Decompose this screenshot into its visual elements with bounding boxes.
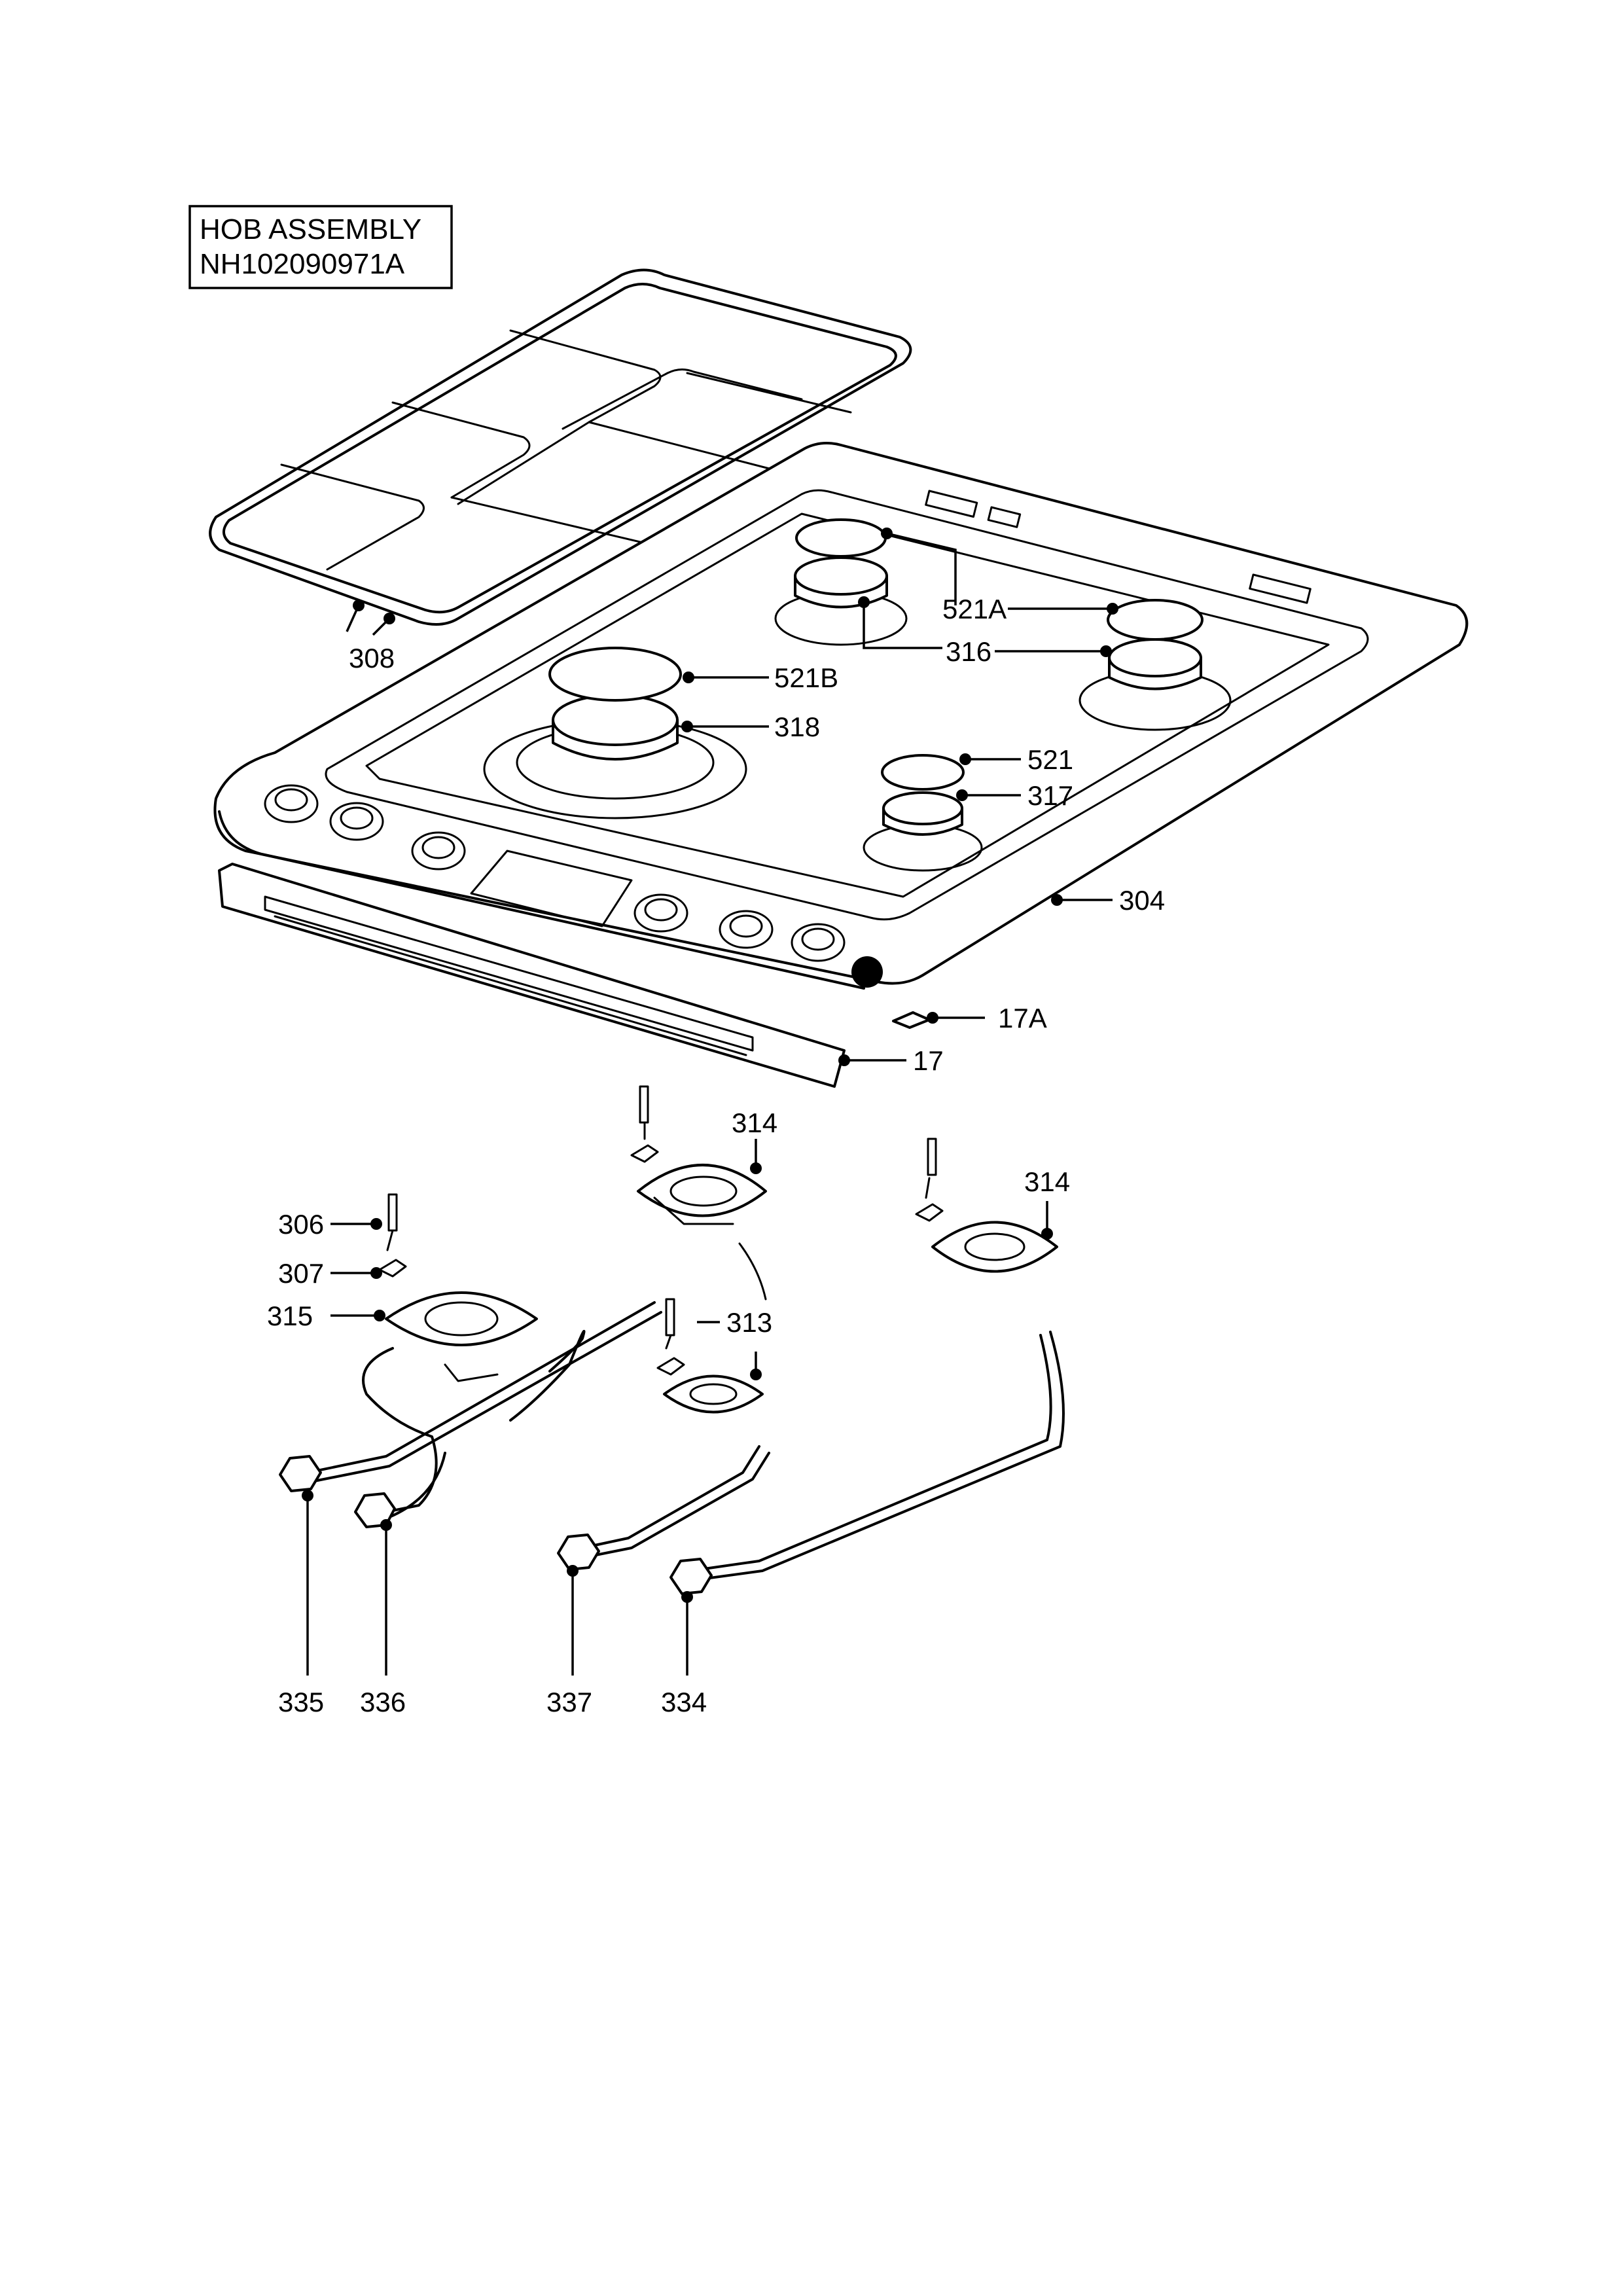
label-337: 337: [546, 1687, 592, 1717]
label-521A: 521A: [942, 594, 1007, 624]
label-335: 335: [278, 1687, 324, 1717]
label-336: 336: [360, 1687, 406, 1717]
label-521: 521: [1027, 744, 1073, 775]
nut-334: [669, 1558, 713, 1595]
leader-lines: [302, 528, 1118, 1676]
label-521B: 521B: [774, 662, 838, 693]
label-308: 308: [349, 643, 395, 673]
label-318: 318: [774, 711, 820, 742]
nut-337: [557, 1534, 600, 1571]
burner-body-315: [378, 1193, 538, 1382]
label-17: 17: [913, 1045, 944, 1076]
gas-pipes: [306, 1301, 1065, 1582]
title-box: HOB ASSEMBLY NH102090971A: [188, 205, 453, 289]
nut-335: [279, 1455, 322, 1492]
burner-rear-right: [1079, 599, 1232, 731]
label-313: 313: [726, 1307, 772, 1338]
burner-body-313: [656, 1298, 764, 1414]
burner-body-314-right: [915, 1138, 1058, 1273]
burner-small-front-right: [863, 754, 983, 872]
burner-large-front-left: [483, 647, 747, 819]
label-307: 307: [278, 1258, 324, 1289]
label-304: 304: [1119, 885, 1165, 916]
front-fascia-panel: [218, 863, 931, 1088]
title-line-1: HOB ASSEMBLY: [200, 213, 421, 245]
label-334: 334: [661, 1687, 707, 1717]
label-306: 306: [278, 1209, 324, 1240]
part-labels: 308 521B 318 521A 316 521 317 304 17A 17…: [267, 594, 1165, 1717]
burner-body-314-left: [630, 1085, 767, 1300]
label-316: 316: [946, 636, 991, 667]
label-17A: 17A: [998, 1003, 1047, 1033]
label-315: 315: [267, 1300, 313, 1331]
label-317: 317: [1027, 780, 1073, 811]
title-line-2: NH102090971A: [200, 248, 405, 280]
burner-rear-centre: [774, 518, 908, 646]
label-314-left: 314: [732, 1107, 777, 1138]
hob-top: [213, 441, 1469, 990]
label-314-right: 314: [1024, 1166, 1070, 1197]
